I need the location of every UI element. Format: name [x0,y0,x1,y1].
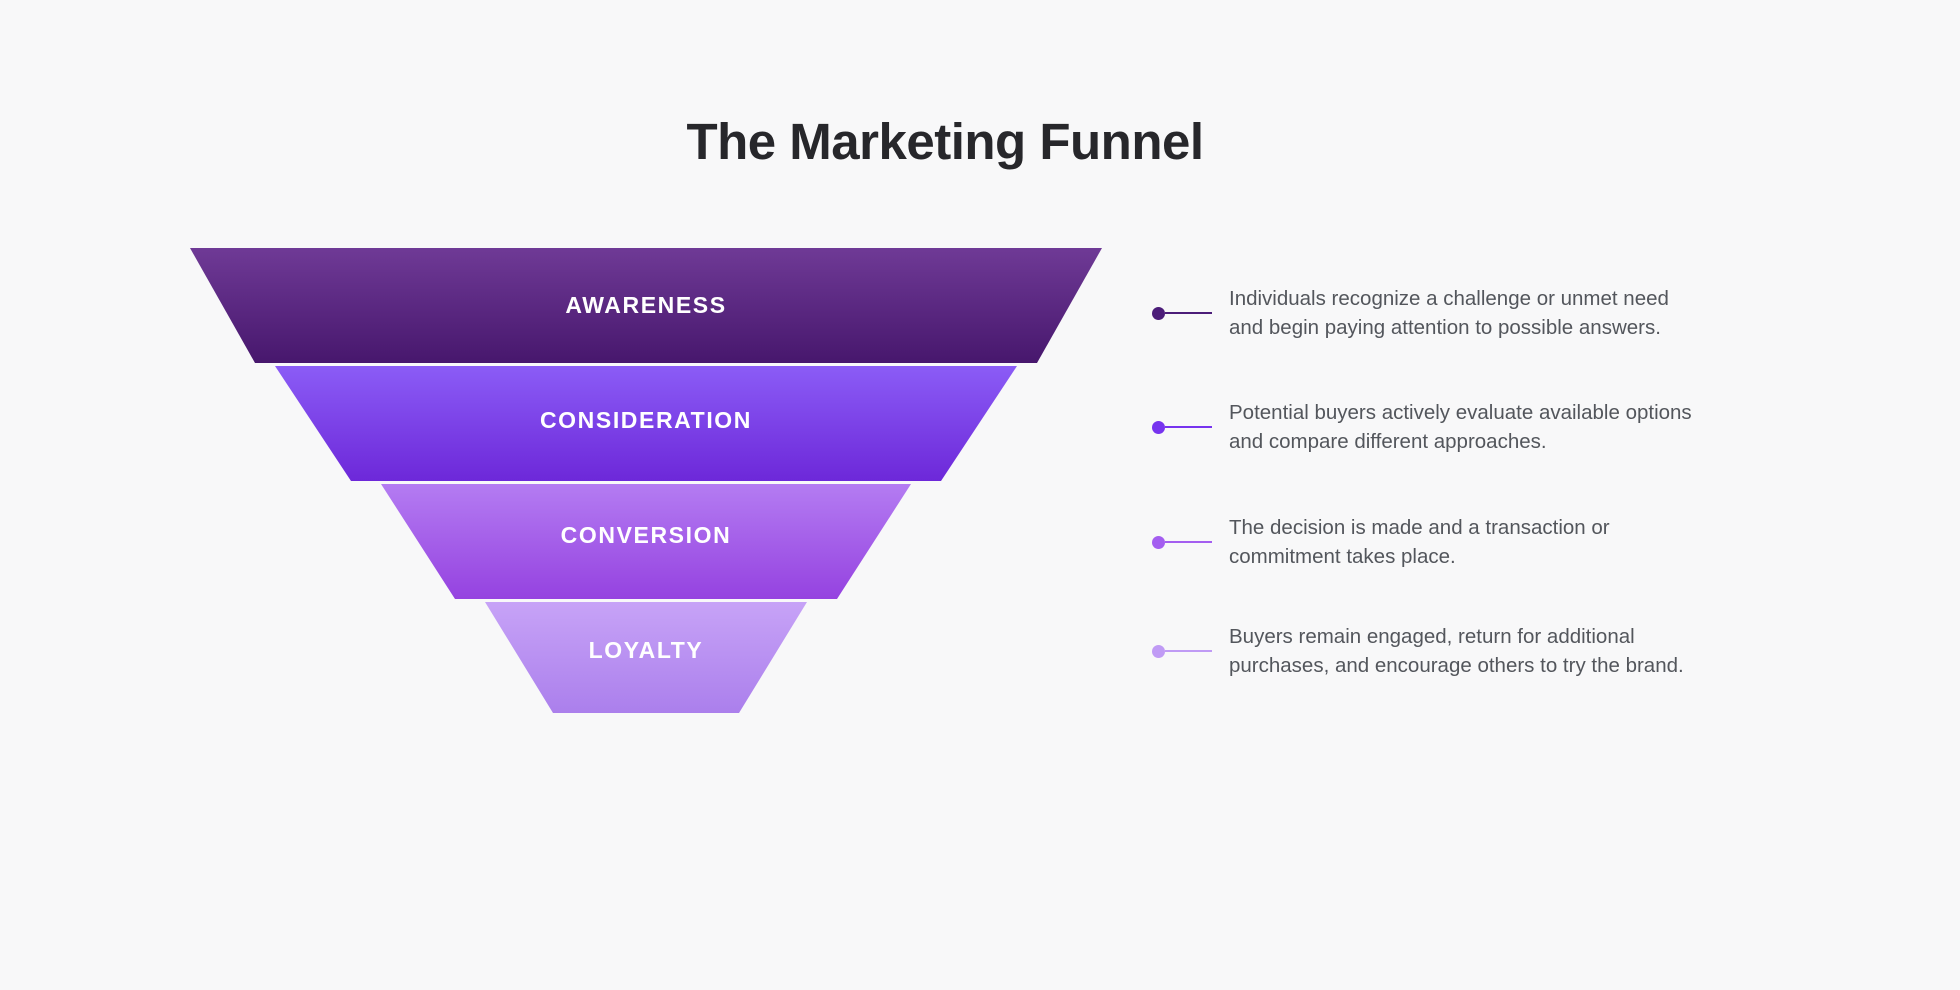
connector-consideration [1152,417,1212,437]
funnel-stage-shape [485,602,807,713]
page-title: The Marketing Funnel [686,113,1204,170]
connector-line-icon [1165,312,1212,314]
connector-loyalty [1152,641,1212,661]
connector-line-icon [1165,541,1212,543]
legend-description: Potential buyers actively evaluate avail… [1229,401,1692,453]
connector-dot-icon [1152,644,1165,658]
funnel-stage-label: LOYALTY [589,637,704,663]
connector-line-icon [1165,426,1212,428]
connector-dot-icon [1152,306,1165,320]
funnel-stage-label: AWARENESS [565,292,726,318]
funnel-diagram: AWARENESS CONSIDERATION CONVERSION LOYAL… [0,240,1280,730]
funnel-stage-awareness[interactable]: AWARENESS [190,248,1102,363]
connector-line-icon [1165,650,1212,652]
legend-description: The decision is made and a transaction o… [1229,516,1610,568]
connector-conversion [1152,532,1212,552]
connector-dot-icon [1152,535,1165,549]
funnel-stage-shape [275,366,1017,481]
funnel-stage-label: CONVERSION [561,522,732,548]
funnel-legend: Individuals recognize a challenge or unm… [1152,240,1912,740]
connector-awareness [1152,303,1212,323]
legend-item-loyalty[interactable]: Buyers remain engaged, return for additi… [1152,622,1892,680]
legend-description: Buyers remain engaged, return for additi… [1229,625,1684,677]
legend-description: Individuals recognize a challenge or unm… [1229,287,1669,339]
legend-item-consideration[interactable]: Potential buyers actively evaluate avail… [1152,398,1892,456]
funnel-stage-conversion[interactable]: CONVERSION [381,484,911,599]
legend-item-awareness[interactable]: Individuals recognize a challenge or unm… [1152,284,1892,342]
legend-item-conversion[interactable]: The decision is made and a transaction o… [1152,513,1892,571]
funnel-stage-loyalty[interactable]: LOYALTY [485,602,807,713]
connector-dot-icon [1152,420,1165,434]
funnel-stage-shape [190,248,1102,363]
funnel-stage-shape [381,484,911,599]
funnel-stage-consideration[interactable]: CONSIDERATION [275,366,1017,481]
funnel-stage-label: CONSIDERATION [540,407,752,433]
